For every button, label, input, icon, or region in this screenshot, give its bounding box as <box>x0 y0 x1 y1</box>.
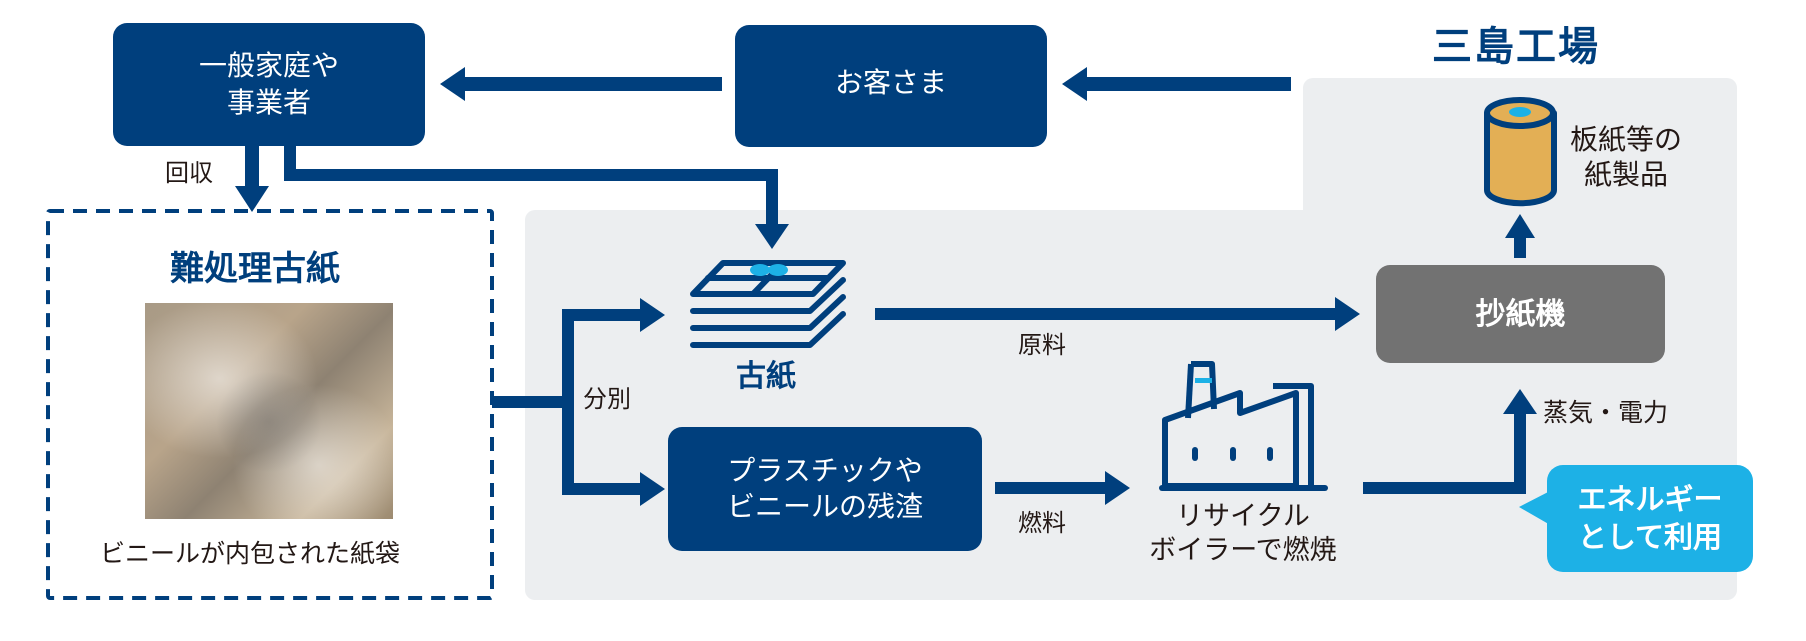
line-split-vertical <box>562 309 574 495</box>
label-sorting: 分別 <box>583 385 631 413</box>
arrow-customers-to-households <box>458 77 722 91</box>
callout-tail <box>1519 490 1552 526</box>
arrowhead-collection <box>235 186 269 212</box>
factory-windows-icon <box>1192 447 1273 461</box>
arrowhead-households <box>440 67 465 101</box>
chimney-band-icon <box>1195 378 1212 383</box>
energy-callout: エネルギー として利用 <box>1547 465 1753 572</box>
arrowhead-customers <box>1062 67 1087 101</box>
boiler-line1: リサイクル <box>1176 501 1310 532</box>
hard-paper-dashed-frame <box>46 209 494 600</box>
residue-line2: ビニールの残渣 <box>726 490 923 523</box>
hard-paper-title: 難処理古紙 <box>170 249 340 289</box>
callout-line2: として利用 <box>1577 519 1723 554</box>
customers-label: お客さま <box>834 66 947 99</box>
factory-icon <box>1159 361 1328 491</box>
line-split-upper <box>562 309 642 321</box>
ribbon-icon <box>750 264 788 276</box>
residue-node: プラスチックや ビニールの残渣 <box>668 427 982 551</box>
paper-roll-icon <box>1484 97 1557 207</box>
households-node: 一般家庭や 事業者 <box>113 23 425 146</box>
households-line2: 事業者 <box>226 85 311 119</box>
label-steam-power: 蒸気・電力 <box>1543 398 1669 427</box>
products-label: 板紙等の 紙製品 <box>1570 122 1682 192</box>
label-fuel: 燃料 <box>1018 509 1066 537</box>
label-raw-material: 原料 <box>1018 331 1066 359</box>
arrow-products <box>1514 234 1526 258</box>
arrowhead-split-lower <box>640 472 665 506</box>
arrowhead-steam <box>1503 389 1537 414</box>
factory-title: 三島工場 <box>1432 24 1600 70</box>
arrowhead-waste-paper <box>755 224 789 249</box>
arrow-collection <box>245 146 259 188</box>
line-split-lower <box>562 483 642 495</box>
line-steam-vertical <box>1514 410 1526 494</box>
line-households-waste-paper-drop <box>766 169 778 229</box>
paper-machine-node: 抄紙機 <box>1376 265 1665 363</box>
hard-paper-photo <box>145 303 393 519</box>
hard-paper-caption: ビニールが内包された紙袋 <box>100 539 401 568</box>
customers-node: お客さま <box>735 25 1047 147</box>
callout-line1: エネルギー <box>1577 481 1723 516</box>
label-collection: 回収 <box>165 159 213 187</box>
line-hard-paper-to-split <box>492 396 574 408</box>
arrowhead-raw-material <box>1335 297 1360 331</box>
waste-paper-label: 古紙 <box>736 359 796 394</box>
line-steam-horizontal <box>1363 482 1526 494</box>
arrowhead-split-upper <box>640 298 665 332</box>
paper-machine-label: 抄紙機 <box>1475 296 1566 332</box>
boiler-label: リサイクル ボイラーで燃焼 <box>1130 500 1356 568</box>
products-line2: 紙製品 <box>1584 158 1669 191</box>
boiler-line2: ボイラーで燃焼 <box>1149 534 1337 566</box>
residue-line1: プラスチックや <box>727 453 923 487</box>
arrow-fuel <box>995 482 1107 494</box>
households-line1: 一般家庭や <box>198 49 339 83</box>
arrowhead-fuel <box>1105 471 1130 505</box>
arrowhead-products <box>1505 214 1535 238</box>
paper-stack-icon <box>690 260 846 348</box>
arrow-factory-to-customers <box>1080 77 1291 91</box>
line-households-waste-paper-right <box>284 169 778 181</box>
products-line1: 板紙等の <box>1570 123 1683 156</box>
arrow-raw-material <box>875 308 1337 320</box>
